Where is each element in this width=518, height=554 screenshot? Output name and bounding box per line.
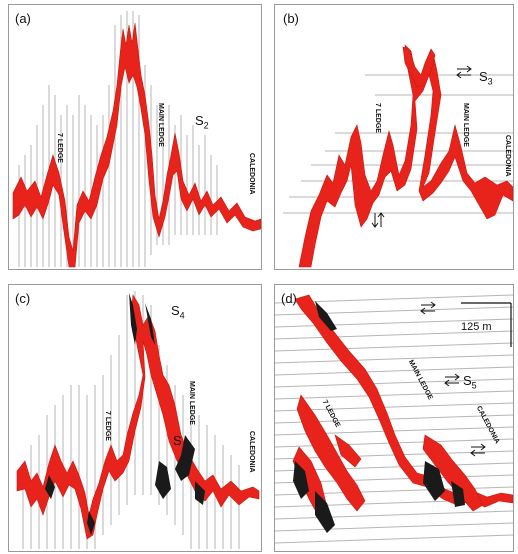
panel-b-main-ledge-label: MAIN LEDGE xyxy=(462,103,469,147)
panel-a-7-ledge-label: 7 LEDGE xyxy=(56,133,63,163)
panel-c-vein xyxy=(16,294,260,540)
stress-s-lower: S xyxy=(173,433,182,448)
panel-a-caledonia-label: CALEDONIA xyxy=(248,153,255,195)
panel-b-7-ledge-label: 7 LEDGE xyxy=(374,103,381,133)
panel-c-label: (c) xyxy=(15,291,31,306)
panel-a-vein xyxy=(12,22,261,268)
panel-d-scale-label: 125 m xyxy=(461,321,492,333)
stress-sub: 4 xyxy=(179,310,185,321)
stress-sub: 5 xyxy=(471,380,477,391)
panel-b-stress-label: S3 xyxy=(479,69,493,87)
panel-d: (d) 125 m 7 LEDGE MAIN LEDGE CALEDONIA S… xyxy=(274,284,514,552)
panel-c-stress-label-lower: S xyxy=(173,433,182,448)
panel-d-label: (d) xyxy=(281,291,297,306)
stress-sub: 3 xyxy=(487,76,493,87)
panel-b-vein xyxy=(298,44,513,268)
panel-c-dark-segments xyxy=(45,293,205,535)
panel-c-drawing xyxy=(16,291,260,549)
panel-d-drawing xyxy=(275,294,513,544)
panel-b: (b) 7 LEDGE MAIN LEDGE CALEDONIA S3 xyxy=(274,4,514,270)
stress-s: S xyxy=(195,113,204,128)
stress-s: S xyxy=(463,373,472,388)
panel-a-stress-label: S2 xyxy=(195,113,209,131)
panel-d-stress-label: S5 xyxy=(463,373,477,391)
panel-c: (c) 7 LEDGE MAIN LEDGE CALEDONIA S4 S xyxy=(8,284,262,552)
stress-s: S xyxy=(171,303,180,318)
panel-c-7-ledge-label: 7 LEDGE xyxy=(104,411,111,441)
panel-c-main-ledge-label: MAIN LEDGE xyxy=(188,381,195,425)
panel-d-shear-arrows xyxy=(420,301,486,457)
panel-b-caledonia-label: CALEDONIA xyxy=(504,135,511,177)
panel-a-drawing xyxy=(12,11,261,268)
panel-b-drawing xyxy=(283,44,513,268)
panel-a: (a) 7 LEDGE MAIN LEDGE CALEDONIA S2 xyxy=(8,4,262,270)
panel-d-main-vein xyxy=(294,294,513,508)
panel-b-shear-arrows xyxy=(371,65,472,228)
panel-d-cal-vein xyxy=(422,434,484,512)
panel-b-vein-upper xyxy=(402,46,436,88)
panel-b-label: (b) xyxy=(283,11,299,26)
panel-c-caledonia-label: CALEDONIA xyxy=(248,431,255,473)
panel-a-label: (a) xyxy=(15,11,31,26)
panel-d-scale-bar xyxy=(461,302,512,347)
stress-sub: 2 xyxy=(203,120,209,131)
panel-a-drill-lines xyxy=(18,11,218,267)
panel-c-stress-label: S4 xyxy=(171,303,185,321)
panel-a-main-ledge-label: MAIN LEDGE xyxy=(157,103,164,147)
stress-s: S xyxy=(479,69,488,84)
